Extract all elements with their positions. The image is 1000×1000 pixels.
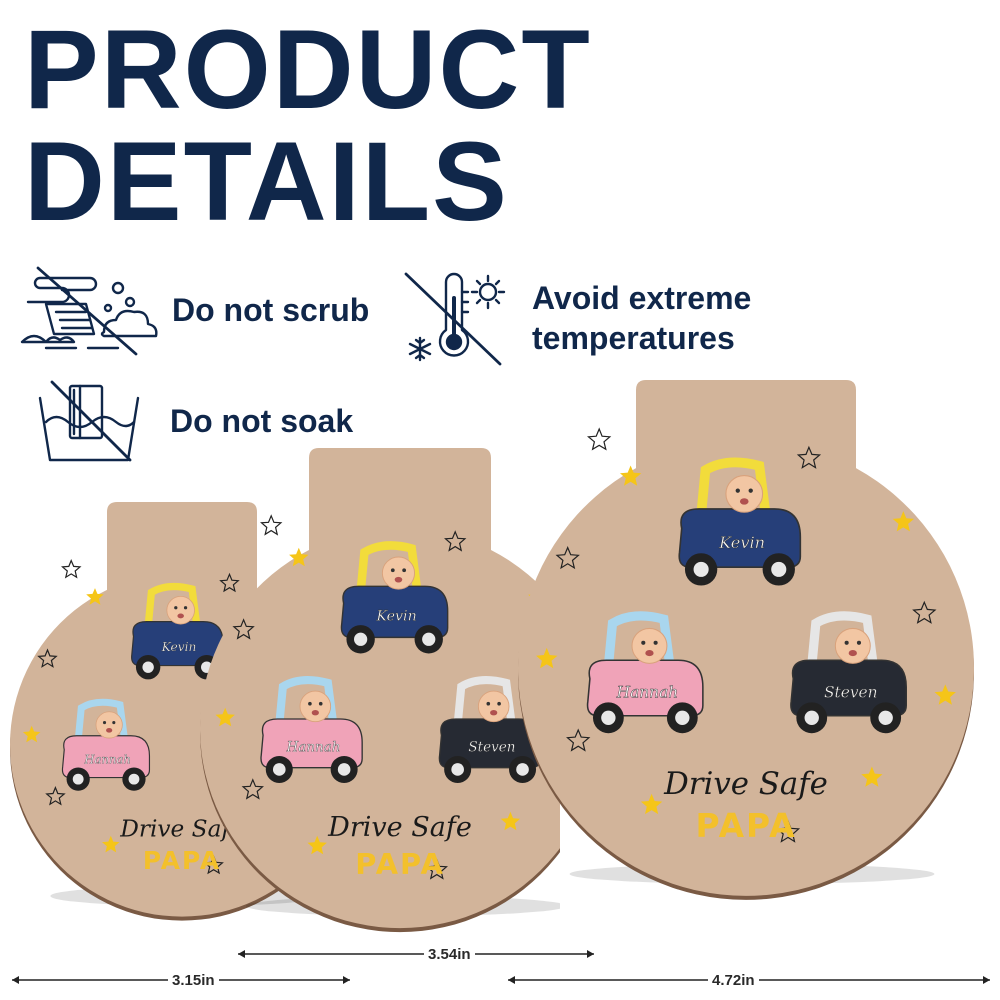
- yellow-star-icon: [102, 835, 120, 853]
- car-name-label: Hannah: [83, 753, 130, 767]
- yellow-star-icon: [307, 835, 327, 855]
- outline-star-icon: [912, 600, 937, 624]
- no-soak-icon: [38, 380, 140, 462]
- coaster-message: Drive Safe: [327, 812, 472, 843]
- outline-star-icon: [37, 648, 58, 668]
- care-item-avoid-extreme-temperatures: Avoid extreme temperatures: [400, 268, 762, 368]
- outline-star-icon: [796, 445, 822, 469]
- yellow-star-icon: [500, 811, 521, 831]
- no-scrub-icon: [20, 266, 158, 356]
- car-name-label: Kevin: [161, 640, 197, 654]
- coaster-recipient: PAPA: [696, 806, 797, 845]
- ride-on-car: Hannah: [61, 698, 151, 791]
- outline-star-icon: [203, 854, 224, 875]
- outline-star-icon: [232, 618, 255, 640]
- ride-on-car: Kevin: [131, 582, 224, 680]
- outline-star-icon: [566, 728, 591, 752]
- car-name-label: Hannah: [616, 683, 679, 701]
- car-name-label: Hannah: [286, 739, 341, 755]
- care-item-no-soak: Do not soak: [36, 378, 353, 464]
- yellow-star-icon: [892, 511, 914, 532]
- dimension-label-small: 3.15in: [168, 972, 219, 989]
- outline-star-icon: [444, 530, 467, 552]
- ride-on-car: Steven: [790, 611, 907, 734]
- outline-star-icon: [45, 786, 66, 806]
- page-title-line-2: DETAILS: [24, 119, 509, 244]
- dimension-label-large: 4.72in: [708, 972, 759, 989]
- yellow-star-icon: [215, 707, 235, 727]
- car-name-label: Kevin: [375, 608, 416, 624]
- page-title-line-1: PRODUCT: [24, 7, 592, 132]
- ride-on-car: Hannah: [586, 611, 704, 734]
- care-item-no-scrub: Do not scrub: [18, 262, 369, 358]
- care-label-avoid-extreme-temperatures: Avoid extreme temperatures: [532, 280, 752, 356]
- yellow-star-icon: [289, 547, 309, 567]
- outline-star-icon: [61, 559, 82, 579]
- coaster-recipient: PAPA: [355, 847, 445, 881]
- dimension-label-medium: 3.54in: [424, 946, 475, 963]
- yellow-star-icon: [536, 647, 558, 669]
- ride-on-car: Kevin: [340, 541, 449, 654]
- coaster-message: Drive Safe: [663, 766, 828, 802]
- yellow-star-icon: [86, 588, 104, 605]
- coaster-surface: [517, 380, 975, 896]
- yellow-star-icon: [22, 725, 41, 743]
- yellow-star-icon: [620, 465, 642, 486]
- coaster-surface: [200, 448, 560, 929]
- ride-on-car: Hannah: [260, 676, 363, 783]
- yellow-star-icon: [861, 766, 883, 787]
- outline-star-icon: [219, 572, 240, 593]
- care-label-no-scrub: Do not scrub: [172, 292, 370, 328]
- outline-star-icon: [425, 858, 448, 880]
- outline-star-icon: [586, 427, 612, 451]
- dimension-arrow-medium: [238, 950, 594, 958]
- no-extreme-temperature-icon: [404, 272, 506, 366]
- outline-star-icon: [775, 819, 801, 843]
- outline-star-icon: [260, 514, 283, 536]
- outline-star-icon: [555, 546, 580, 570]
- ride-on-car: Steven: [438, 676, 542, 783]
- yellow-star-icon: [934, 684, 956, 705]
- outline-star-icon: [241, 778, 264, 800]
- care-label-no-soak: Do not soak: [170, 403, 354, 439]
- coaster-recipient: PAPA: [143, 846, 221, 875]
- page-title: PRODUCT DETAILS: [24, 14, 592, 238]
- car-name-label: Kevin: [718, 533, 765, 552]
- yellow-star-icon: [640, 793, 663, 815]
- car-name-label: Steven: [468, 739, 515, 755]
- car-name-label: Steven: [824, 683, 878, 701]
- ride-on-car: Kevin: [678, 457, 802, 586]
